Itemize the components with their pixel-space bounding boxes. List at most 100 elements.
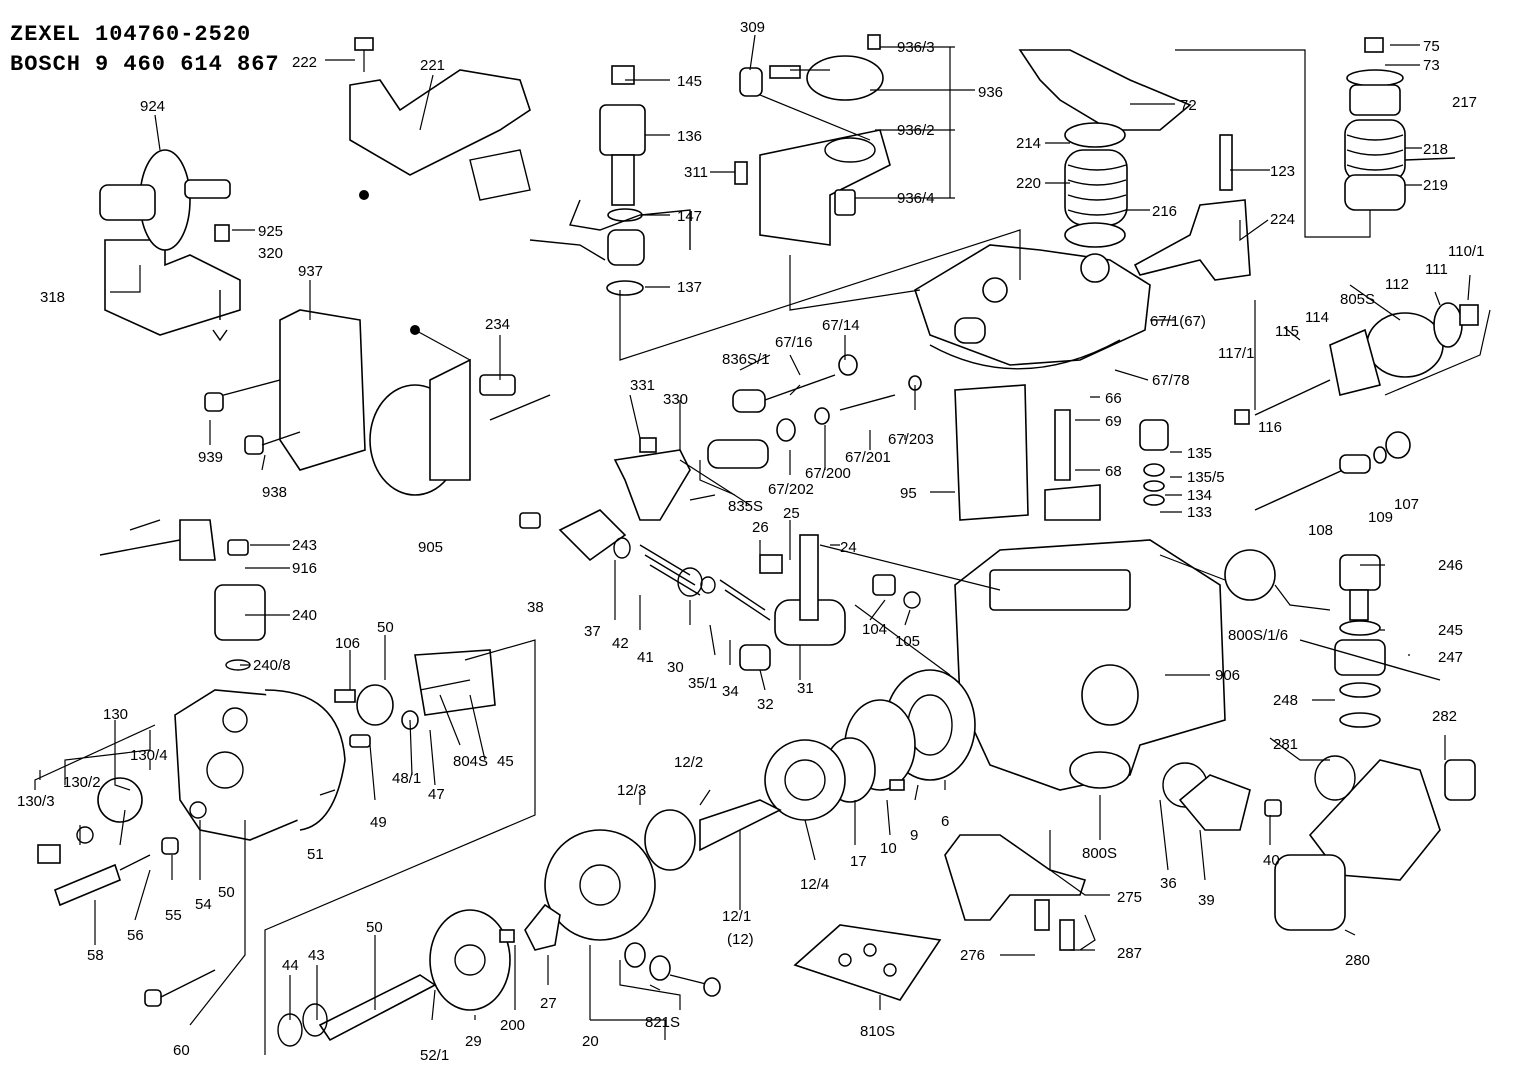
part-label: 73 [1423, 57, 1440, 74]
part-label: 35/1 [688, 675, 717, 692]
part-label: 835S [728, 498, 763, 515]
part-label: 67/200 [805, 465, 851, 482]
part-label: 214 [1016, 135, 1041, 152]
part-label: 54 [195, 896, 212, 913]
part-label: 130/3 [17, 793, 55, 810]
part-label: 936/2 [897, 122, 935, 139]
part-label: 311 [684, 164, 708, 181]
part-label: 55 [165, 907, 182, 924]
part-label: 136 [677, 128, 702, 145]
part-label: 281 [1273, 736, 1298, 753]
part-label: 147 [677, 208, 702, 225]
part-label: 836S/1 [722, 351, 770, 368]
part-label: 939 [198, 449, 223, 466]
part-label: 112 [1385, 276, 1409, 293]
part-label: 30 [667, 659, 684, 676]
part-label: 24 [840, 539, 857, 556]
part-label: 220 [1016, 175, 1041, 192]
part-label: 243 [292, 537, 317, 554]
part-label: 29 [465, 1033, 482, 1050]
part-label: 219 [1423, 177, 1448, 194]
part-label: 17 [850, 853, 867, 870]
part-label: 50 [218, 884, 235, 901]
part-label: 276 [960, 947, 985, 964]
part-label: 810S [860, 1023, 895, 1040]
part-label: 330 [663, 391, 688, 408]
part-label: 9 [910, 827, 918, 844]
part-label: 49 [370, 814, 387, 831]
part-label: 221 [420, 57, 445, 74]
part-label: 10 [880, 840, 897, 857]
zexel-part-number: 104760-2520 [95, 22, 252, 47]
part-label: 52/1 [420, 1047, 449, 1064]
part-label: 45 [497, 753, 514, 770]
part-label: 135/5 [1187, 469, 1225, 486]
part-label: 282 [1432, 708, 1457, 725]
part-label: 309 [740, 19, 765, 36]
part-label: 110/1 [1448, 243, 1484, 260]
part-label: 331 [630, 377, 655, 394]
part-label: 247 [1438, 649, 1463, 666]
part-label: 109 [1368, 509, 1393, 526]
part-label: 130/2 [63, 774, 101, 791]
part-label: 58 [87, 947, 104, 964]
part-label: 218 [1423, 141, 1448, 158]
part-label: 106 [335, 635, 360, 652]
part-label: 104 [862, 621, 887, 638]
part-label: 137 [677, 279, 702, 296]
part-label: 217 [1452, 94, 1477, 111]
part-label: 800S [1082, 845, 1117, 862]
part-label: 36 [1160, 875, 1177, 892]
part-label: 318 [40, 289, 65, 306]
part-number-labels: 222 221 309 936/3 936 936/2 311 936/4 14… [17, 19, 1484, 1064]
part-label: 234 [485, 316, 510, 333]
part-label: 130 [103, 706, 128, 723]
part-label: 925 [258, 223, 283, 240]
part-label: 12/3 [617, 782, 646, 799]
part-label: 114 [1305, 309, 1329, 326]
part-label: 115 [1275, 323, 1299, 340]
part-label: 38 [527, 599, 544, 616]
part-label: 805S [1340, 291, 1375, 308]
part-label: 924 [140, 98, 165, 115]
part-label: 51 [307, 846, 324, 863]
part-label: 123 [1270, 163, 1295, 180]
bosch-label: BOSCH [10, 52, 82, 77]
part-label: 43 [308, 947, 325, 964]
part-label: 200 [500, 1017, 525, 1034]
part-label: 111 [1425, 261, 1448, 278]
part-label: 800S/1/6 [1228, 627, 1288, 644]
bosch-part-number: 9 460 614 867 [95, 52, 280, 77]
part-label: 31 [797, 680, 814, 697]
part-label: 105 [895, 633, 920, 650]
part-label: 67/78 [1152, 372, 1190, 389]
part-label: 67/1(67) [1150, 313, 1206, 330]
part-label: 67/16 [775, 334, 813, 351]
part-label: 107 [1394, 496, 1419, 513]
part-label: 248 [1273, 692, 1298, 709]
part-label: 937 [298, 263, 323, 280]
part-label: 25 [783, 505, 800, 522]
part-label: 821S [645, 1014, 680, 1031]
part-label: 50 [366, 919, 383, 936]
part-sketches [37, 34, 1479, 1047]
part-label: 287 [1117, 945, 1142, 962]
part-label: 48/1 [392, 770, 421, 787]
part-label: 130/4 [130, 747, 168, 764]
part-label: 275 [1117, 889, 1142, 906]
part-label: (12) [727, 931, 754, 948]
part-label: 26 [752, 519, 769, 536]
part-label: 34 [722, 683, 739, 700]
part-label: 246 [1438, 557, 1463, 574]
part-label: 216 [1152, 203, 1177, 220]
part-label: 916 [292, 560, 317, 577]
part-label: 936/4 [897, 190, 935, 207]
part-label: 938 [262, 484, 287, 501]
part-label: 280 [1345, 952, 1370, 969]
part-label: 134 [1187, 487, 1212, 504]
part-label: 936/3 [897, 39, 935, 56]
part-label: 936 [978, 84, 1003, 101]
part-label: 320 [258, 245, 283, 262]
